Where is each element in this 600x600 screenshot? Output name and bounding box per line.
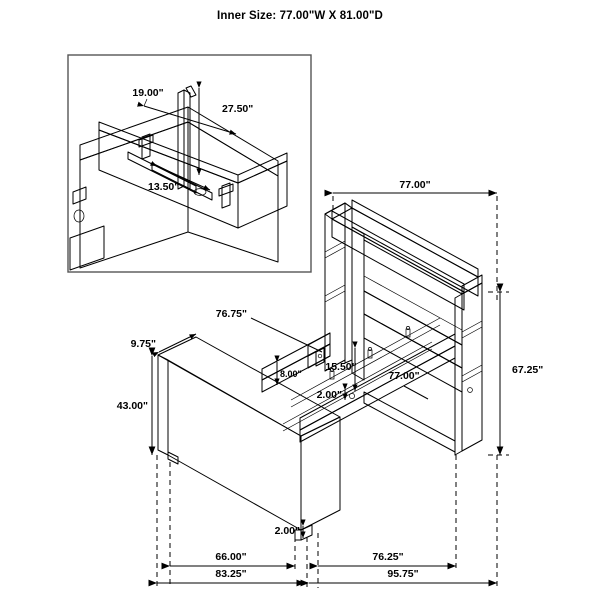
dim-rail-thickness: 2.00" bbox=[317, 383, 355, 401]
dim-bottom-7625-label: 76.25" bbox=[372, 551, 403, 563]
headboard-left-stile bbox=[351, 226, 365, 381]
slat-line-1 bbox=[290, 317, 441, 401]
inset-dim-1350-label: 13.50" bbox=[148, 181, 179, 193]
footboard-right-return bbox=[300, 416, 341, 531]
dim-inner-width-label: 77.00" bbox=[388, 370, 419, 382]
dim-footboard-height: 43.00" bbox=[117, 347, 156, 455]
inset-left-hardware bbox=[69, 186, 105, 271]
dim-foot-clearance: 2.00" bbox=[275, 519, 306, 538]
slat-line-4 bbox=[282, 348, 433, 432]
footboard-front-face bbox=[167, 359, 302, 531]
slat-brackets bbox=[329, 326, 411, 380]
dim-bottom-8325-label: 83.25" bbox=[215, 568, 246, 580]
dim-rail-length: 76.75" bbox=[216, 308, 323, 353]
dim-bottom-9575-label: 95.75" bbox=[387, 568, 418, 580]
dim-rail-thickness-label: 2.00" bbox=[317, 389, 342, 401]
bed-frame-rails bbox=[261, 317, 456, 453]
dim-bottom-66: 66.00" bbox=[161, 551, 295, 570]
dim-footboard-depth-label: 9.75" bbox=[131, 338, 156, 350]
dim-bottom-8325: 83.25" bbox=[148, 568, 305, 587]
dim-slat-clearance-label: 8.00" bbox=[280, 369, 302, 379]
dim-slat-clearance: 8.00" bbox=[274, 355, 302, 385]
dim-top-width: 77.00" bbox=[324, 179, 498, 300]
footboard-top-cap bbox=[157, 336, 341, 437]
dim-footboard-height-label: 43.00" bbox=[117, 400, 148, 412]
dim-foot-clearance-label: 2.00" bbox=[275, 525, 300, 537]
dim-deck-height: 15.50" bbox=[325, 341, 358, 391]
dim-inner-width: 77.00" bbox=[388, 370, 429, 400]
headboard-assembly bbox=[324, 199, 483, 456]
dim-bottom-66-label: 66.00" bbox=[215, 551, 246, 563]
inset-illustration bbox=[69, 81, 288, 271]
inset-bracket-left bbox=[138, 133, 154, 160]
footboard-assembly bbox=[157, 336, 341, 541]
dim-right-height: 67.25" bbox=[488, 283, 543, 456]
inset-dim-2750-label: 27.50" bbox=[222, 103, 253, 115]
dim-deck-height-label: 15.50" bbox=[325, 361, 356, 373]
bottom-extension-lines bbox=[156, 455, 498, 588]
rail-connector-hardware bbox=[315, 347, 325, 367]
inset-dim-1350 bbox=[150, 160, 211, 191]
inset-dim-19-label: 19.00" bbox=[132, 87, 163, 99]
inset-dim-19 bbox=[137, 98, 237, 135]
dim-bottom-9575: 95.75" bbox=[300, 568, 497, 587]
dim-rail-length-label: 76.75" bbox=[216, 308, 247, 320]
dim-right-height-label: 67.25" bbox=[512, 364, 543, 376]
footboard-left-end bbox=[157, 354, 169, 456]
slat-line-2 bbox=[290, 324, 441, 408]
dim-footboard-depth: 9.75" bbox=[131, 333, 197, 358]
dim-bottom-7625: 76.25" bbox=[309, 551, 456, 570]
near-side-rail-face bbox=[299, 345, 456, 443]
inset-detail-group: 19.00" 27.50" 13.50" bbox=[67, 54, 312, 273]
page-title: Inner Size: 77.00"W X 81.00"D bbox=[217, 10, 383, 22]
inset-bracket-right bbox=[218, 182, 234, 209]
dim-top-width-label: 77.00" bbox=[399, 179, 430, 191]
